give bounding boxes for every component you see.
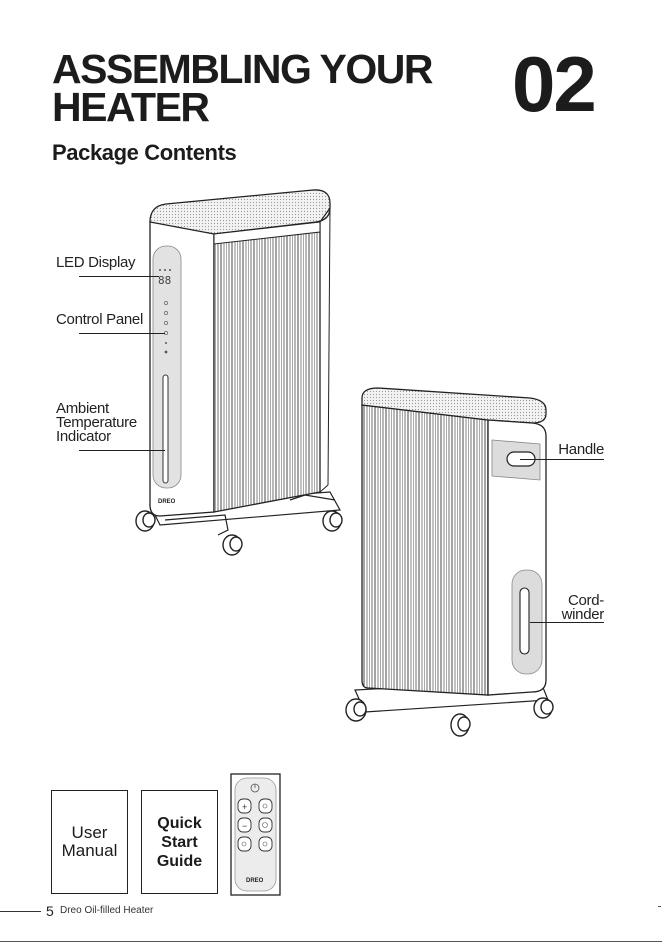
user-manual-booklet: User Manual bbox=[51, 790, 128, 894]
brand-logo-remote: DREO bbox=[246, 878, 264, 884]
remote-control: + − DREO bbox=[231, 774, 280, 895]
callout-handle: Handle bbox=[546, 443, 604, 457]
leader-led-display bbox=[79, 276, 159, 277]
svg-text:−: − bbox=[242, 821, 247, 831]
leader-control-panel bbox=[79, 333, 165, 334]
svg-text:+: + bbox=[242, 802, 247, 812]
page-bottom-rule bbox=[0, 941, 662, 942]
callout-cord-winder: Cord- winder bbox=[544, 594, 604, 622]
leader-handle bbox=[520, 459, 604, 460]
footer-rule bbox=[0, 911, 41, 912]
quick-start-guide-booklet: Quick Start Guide bbox=[141, 790, 218, 894]
brand-logo-heater1: DREO bbox=[158, 499, 176, 505]
leader-cord-winder bbox=[530, 622, 604, 623]
heater-front-view: 88 DREO bbox=[136, 190, 342, 555]
leader-ambient-indicator bbox=[79, 450, 165, 451]
led-digits: 88 bbox=[158, 274, 171, 287]
footer-text: Dreo Oil-filled Heater bbox=[60, 905, 153, 916]
footer-page-number: 5 bbox=[46, 903, 54, 919]
footer-tick bbox=[658, 906, 661, 907]
callout-led-display: LED Display bbox=[56, 256, 135, 270]
callout-ambient-indicator: Ambient Temperature Indicator bbox=[56, 402, 137, 444]
heater-back-view bbox=[346, 388, 553, 736]
callout-control-panel: Control Panel bbox=[56, 313, 143, 327]
